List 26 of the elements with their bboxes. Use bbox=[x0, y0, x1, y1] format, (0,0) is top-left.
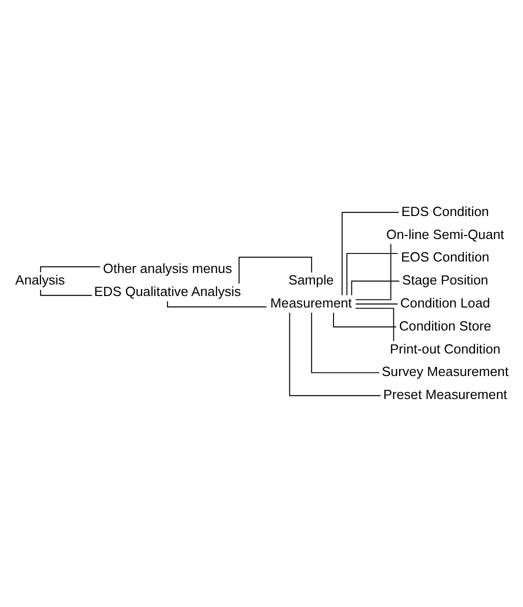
node-text: Other analysis menus bbox=[102, 260, 232, 276]
node-text: Analysis bbox=[15, 272, 65, 288]
connector bbox=[40, 266, 100, 272]
node-text: EDS Condition bbox=[401, 203, 489, 218]
connector bbox=[289, 312, 382, 396]
node-text: Preset Measurement bbox=[383, 386, 508, 402]
connector bbox=[355, 307, 394, 341]
connector bbox=[342, 211, 400, 296]
connector bbox=[333, 312, 397, 327]
node-text: Stage Position bbox=[402, 272, 488, 288]
connector bbox=[40, 288, 92, 296]
node-text: Print-out Condition bbox=[390, 340, 500, 356]
node-text: On-line Semi-Quant bbox=[386, 226, 504, 242]
node-text: Condition Store bbox=[399, 318, 492, 333]
node-text: Sample bbox=[288, 272, 334, 288]
connector bbox=[311, 312, 380, 373]
node-text: EDS Qualitative Analysis bbox=[94, 284, 241, 299]
node-text: Measurement bbox=[270, 295, 352, 310]
node-text: Survey Measurement bbox=[382, 364, 509, 379]
connector bbox=[351, 280, 400, 296]
connector bbox=[355, 303, 398, 304]
node-text: EOS Condition bbox=[401, 249, 490, 264]
connector bbox=[346, 252, 398, 296]
connector bbox=[355, 243, 392, 300]
node-text: Condition Load bbox=[400, 295, 490, 310]
connector bbox=[238, 256, 312, 284]
